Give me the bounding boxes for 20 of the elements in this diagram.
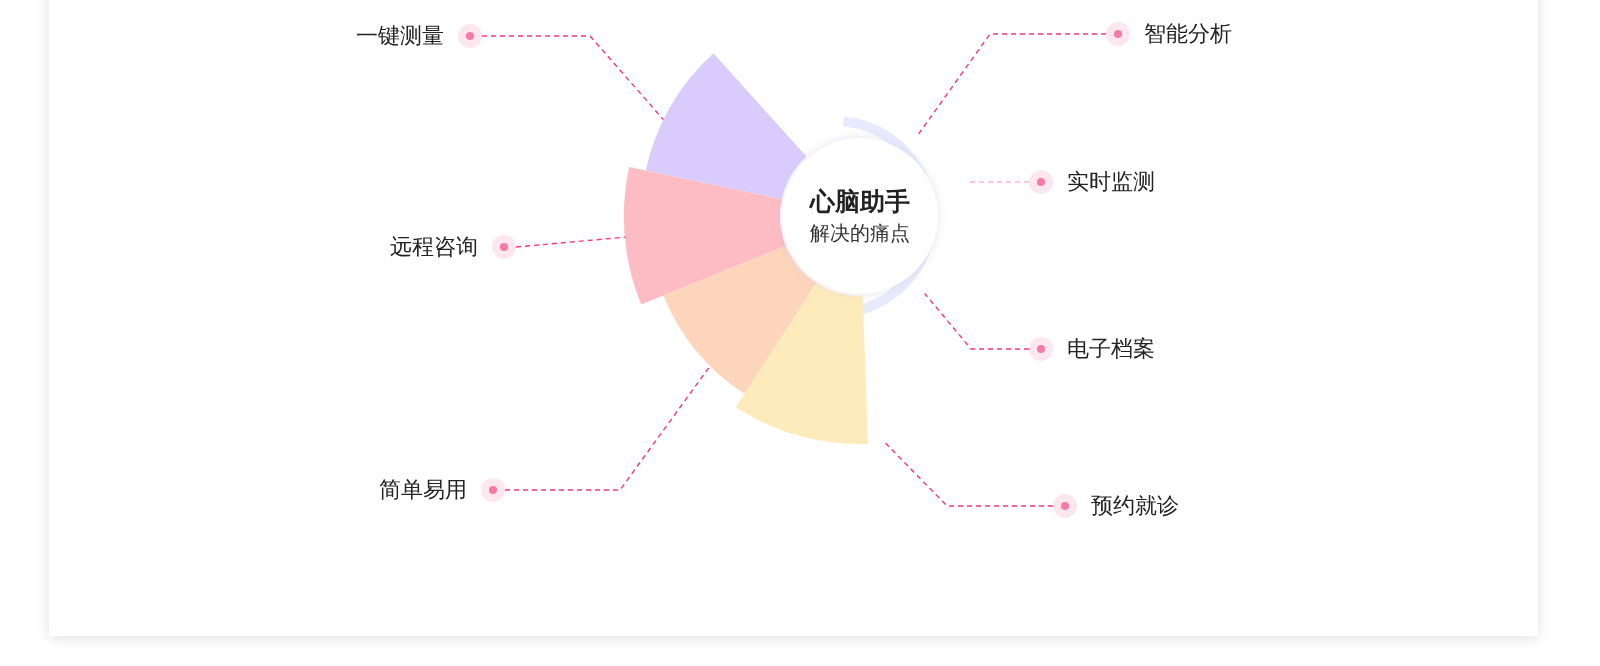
leader-line [515,236,626,248]
leader-line [884,441,1054,507]
feature-label: 电子档案 [1067,335,1155,363]
rose-wedge [645,53,807,200]
leader-line [968,181,1030,183]
rose-wedge [663,245,817,394]
leader-line [481,35,665,121]
rose-wedge [735,283,868,444]
leader-line [918,33,1107,135]
feature-label: 智能分析 [1144,20,1232,48]
center-subtitle: 解决的痛点 [810,220,910,247]
center-title: 心脑助手 [810,186,910,218]
feature-label: 实时监测 [1067,168,1155,196]
feature-label: 预约就诊 [1091,492,1179,520]
rose-wedge [624,166,786,305]
leader-line [924,292,1030,350]
feature-label: 简单易用 [379,476,467,504]
leader-line [504,365,711,491]
feature-label: 一键测量 [356,22,444,50]
feature-label: 远程咨询 [390,233,478,261]
